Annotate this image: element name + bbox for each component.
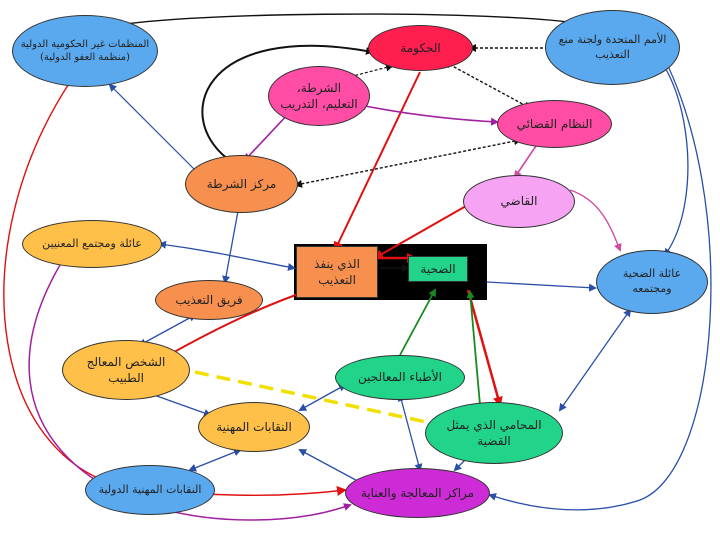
- node-families-label: عائلة ومجتمع المعنيين: [42, 236, 142, 250]
- node-lawyer[interactable]: المحامي الذي يمثل القضية: [425, 402, 563, 464]
- node-families[interactable]: عائلة ومجتمع المعنيين: [22, 220, 162, 268]
- node-centers-label: مراكز المعالجة والعناية: [360, 485, 475, 500]
- edge-unions-intlunions: [188, 448, 242, 472]
- node-torture-team-label: فريق التعذيب: [175, 292, 243, 307]
- node-judicial-label: النظام القضائي: [516, 116, 593, 131]
- edge-un-centers: [488, 48, 712, 511]
- node-torture-team[interactable]: فريق التعذيب: [155, 280, 263, 320]
- node-un-committee-label: الأمم المتحدة ولجنة منع التعذيب: [558, 32, 667, 61]
- edge-team-doctor: [138, 314, 197, 346]
- node-victim-family-label: عائلة الضحية ومجتمعه: [622, 267, 682, 295]
- node-judicial[interactable]: النظام القضائي: [497, 100, 612, 148]
- edge-policecenter-team: [222, 198, 243, 284]
- node-unions[interactable]: النقابات المهنية: [198, 402, 310, 452]
- node-police-center-label: مركز الشرطة: [206, 176, 277, 191]
- node-intl-unions-label: النقابات المهنية الدولية: [98, 482, 202, 496]
- edge-judge-victimfamily: [569, 189, 622, 252]
- node-perpetrator[interactable]: الذي ينفذ التعذيب: [296, 246, 378, 298]
- edge-unions-centers: [298, 449, 367, 486]
- edge-families-perp: [158, 240, 296, 271]
- edge-doctors-centers: [397, 393, 423, 472]
- edge-ngo-policecenter: [108, 83, 202, 177]
- node-government-label: الحكومة: [400, 40, 441, 55]
- edge-gov-policecenter: [201, 44, 374, 164]
- edge-police-policecenter: [243, 110, 292, 162]
- edge-doctors-victim: [399, 288, 436, 356]
- node-police-center[interactable]: مركز الشرطة: [185, 155, 298, 213]
- node-doctor[interactable]: الشخص المعالج الطبيب: [62, 340, 190, 400]
- node-judge-label: القاضي: [500, 194, 538, 209]
- node-unions-label: النقابات المهنية: [216, 419, 292, 434]
- node-perpetrator-label: الذي ينفذ التعذيب: [314, 256, 360, 287]
- edge-lawyer-victim: [466, 290, 481, 406]
- edge-judicial-policecenter: [294, 137, 522, 188]
- edge-police-judicial: [358, 102, 499, 126]
- node-ngo-label: المنظمات غير الحكومية الدولية (منظمة الع…: [20, 38, 150, 64]
- edge-victimfamily-lawyer: [558, 308, 632, 412]
- node-intl-unions[interactable]: النقابات المهنية الدولية: [85, 465, 215, 515]
- node-government[interactable]: الحكومة: [368, 25, 473, 71]
- edge-gov-judicial: [443, 61, 532, 109]
- node-victim-label: الضحية: [420, 261, 456, 276]
- edge-judge-perp: [373, 197, 481, 259]
- node-centers[interactable]: مراكز المعالجة والعناية: [345, 468, 490, 518]
- edge-unions-doctors: [298, 384, 347, 411]
- node-victim[interactable]: الضحية: [408, 256, 468, 282]
- edge-doctor-lawyer: [194, 370, 442, 428]
- edge-victim-lawyer: [466, 289, 503, 407]
- node-police-label: الشرطة، التعليم، التدريب: [280, 80, 358, 111]
- edge-ngo-un: [74, 13, 597, 40]
- edge-victim-victimfamily: [486, 281, 597, 292]
- node-ngo[interactable]: المنظمات غير الحكومية الدولية (منظمة الع…: [12, 15, 158, 87]
- node-doctors-label: الأطباء المعالجين: [358, 370, 442, 385]
- node-doctors[interactable]: الأطباء المعالجين: [335, 355, 465, 400]
- node-victim-family[interactable]: عائلة الضحية ومجتمعه: [596, 250, 708, 314]
- node-doctor-label: الشخص المعالج الطبيب: [86, 354, 166, 385]
- edge-gov-perp: [333, 71, 421, 252]
- node-lawyer-label: المحامي الذي يمثل القضية: [446, 417, 542, 448]
- edge-ngo-intlunions: [3, 81, 347, 496]
- node-police[interactable]: الشرطة، التعليم، التدريب: [268, 66, 370, 126]
- node-un-committee[interactable]: الأمم المتحدة ولجنة منع التعذيب: [545, 10, 680, 85]
- node-judge[interactable]: القاضي: [463, 175, 575, 228]
